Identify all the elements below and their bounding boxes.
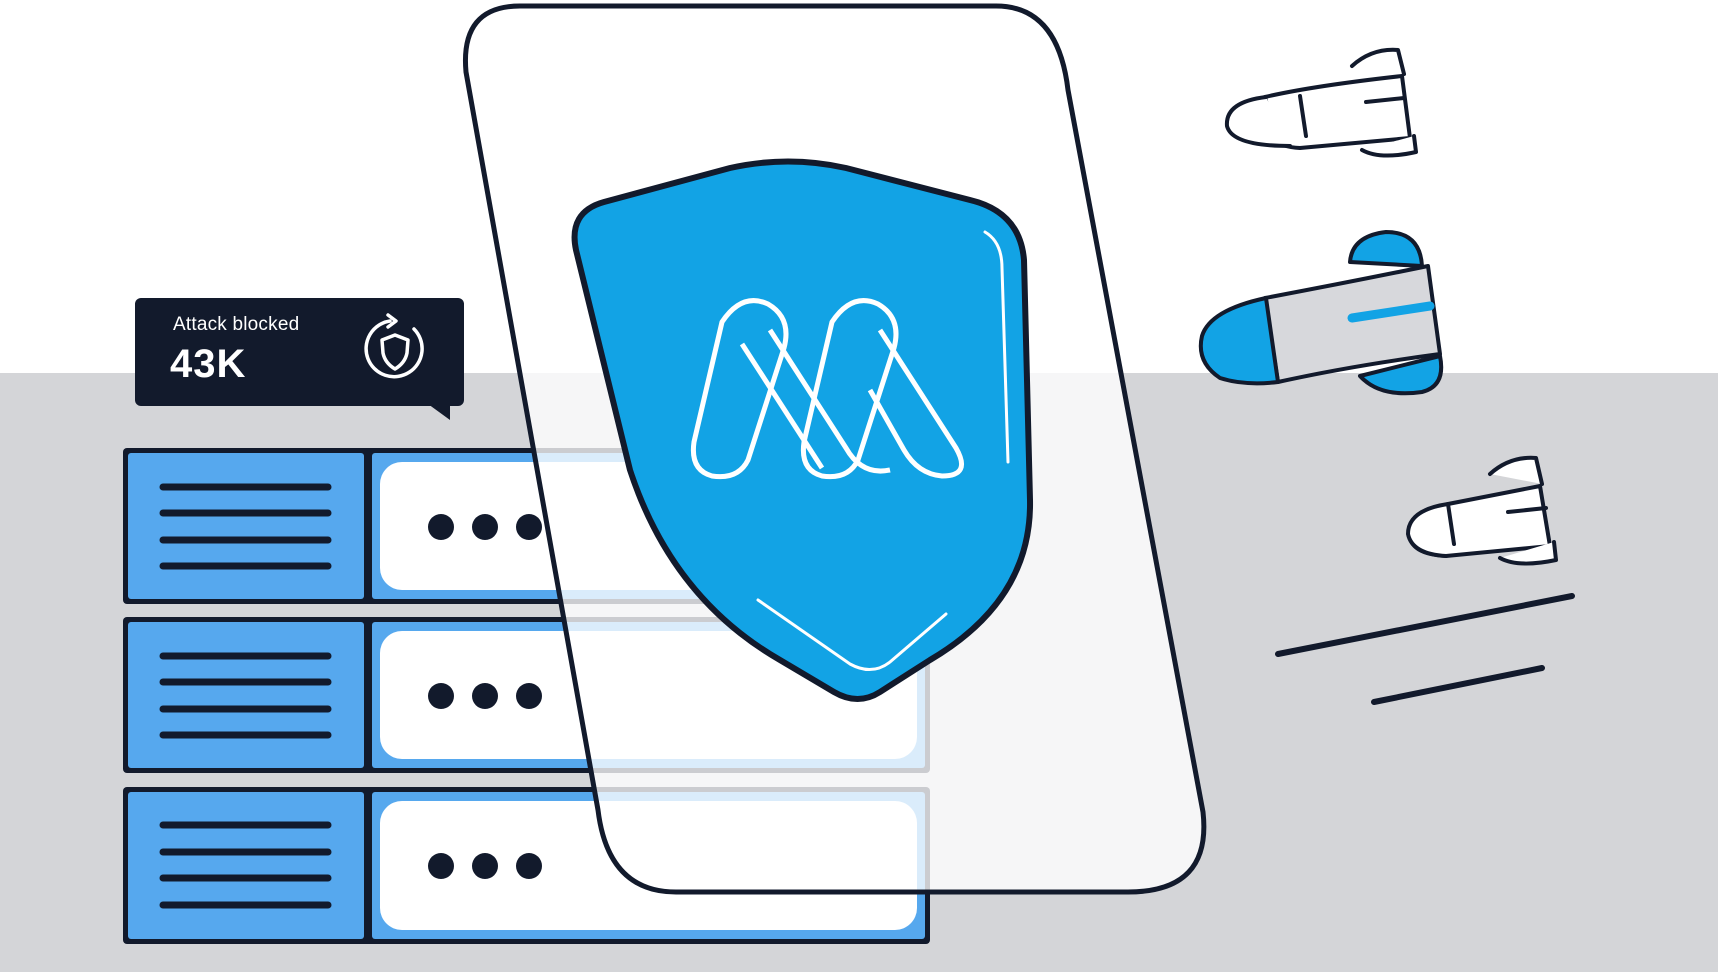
stat-value: 43K xyxy=(170,342,247,386)
motion-lines xyxy=(1275,593,1575,705)
brand-logo-icon xyxy=(690,298,965,480)
shield-icon xyxy=(571,158,1034,702)
card-pointer xyxy=(428,404,450,420)
server-status-dots xyxy=(428,683,542,709)
server-status-dots xyxy=(428,514,542,540)
missile-top-icon xyxy=(1224,47,1418,158)
attack-blocked-card: Attack blocked 43K xyxy=(135,298,464,420)
server-status-dots xyxy=(428,853,542,879)
shield-refresh-icon xyxy=(364,313,424,379)
stat-label: Attack blocked xyxy=(173,314,300,335)
missile-bottom-icon xyxy=(1406,455,1558,566)
missile-middle-icon xyxy=(1198,230,1444,396)
